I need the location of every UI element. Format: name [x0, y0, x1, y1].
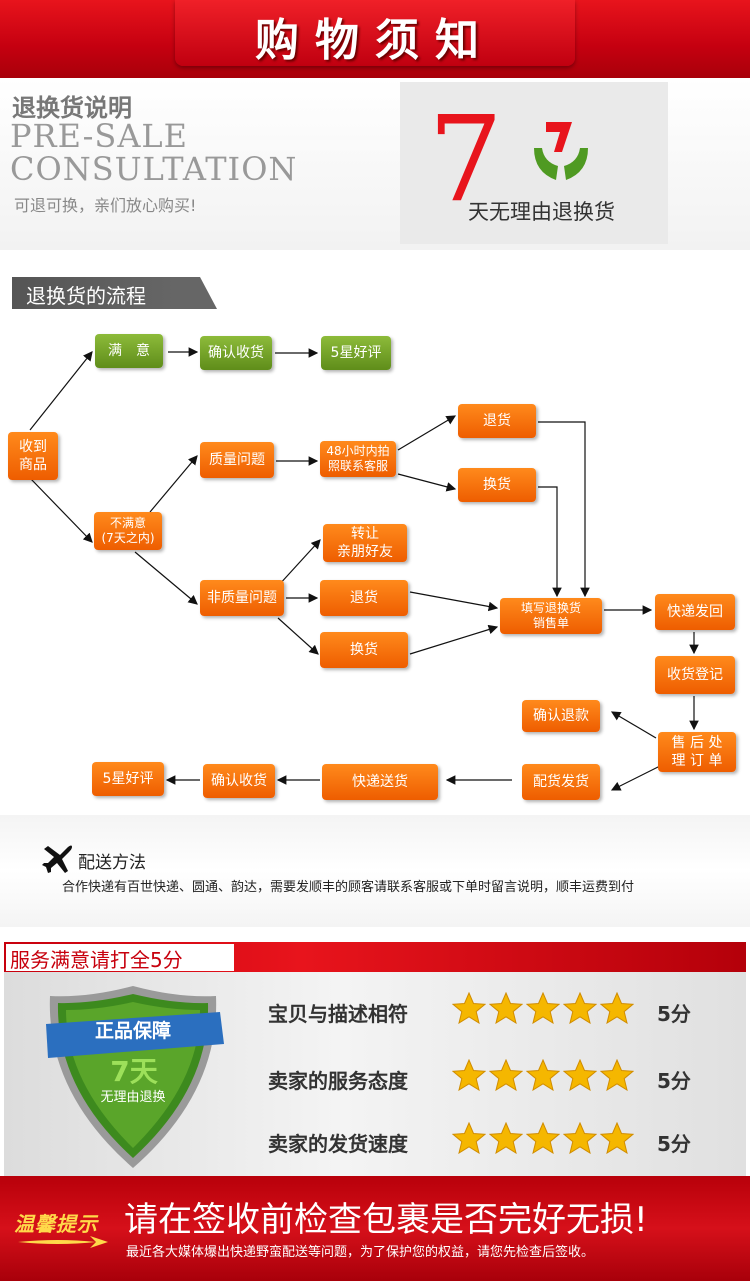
airplane-icon	[42, 845, 72, 873]
shield-subtitle: 无理由退换	[100, 1090, 166, 1105]
flow-fill-form-line2: 销售单	[532, 616, 569, 630]
star-icon	[489, 1122, 523, 1154]
flow-contact-line1: 48小时内拍	[326, 444, 390, 458]
seven-day-text: 天无理由退换货	[468, 200, 615, 224]
flow-transfer: 转让亲朋好友	[323, 524, 407, 562]
flow-confirm-refund: 确认退款	[522, 700, 600, 732]
flow-title-bar	[12, 277, 217, 309]
flow-receive-line2: 商品	[19, 457, 47, 473]
star-icon	[563, 1122, 597, 1154]
header-tab	[175, 0, 575, 66]
intro-subtitle: 可退可换，亲们放心购买!	[14, 196, 197, 215]
delivery-title: 配送方法	[78, 853, 146, 873]
flow-receive-line1: 收到	[19, 439, 47, 455]
flow-unsatisfied-line1: 不满意	[109, 516, 146, 530]
intro-english-line1: PRE-SALE	[10, 117, 189, 155]
flow-express-send: 快递发回	[655, 594, 735, 630]
flow-return-top: 退货	[458, 404, 536, 438]
shield-seven-days: 7天	[110, 1055, 158, 1088]
header-banner: 购物须知	[0, 0, 750, 78]
flow-receive-goods: 收到商品	[8, 432, 58, 480]
flow-transfer-line2: 亲朋好友	[337, 544, 393, 560]
rating-score-description: 5分	[657, 1002, 691, 1026]
flow-unsatisfied-line2: (7天之内)	[101, 531, 155, 545]
rating-score-service: 5分	[657, 1069, 691, 1093]
rating-stars-description	[452, 992, 634, 1024]
flow-return-mid: 退货	[320, 580, 408, 616]
rating-label-shipping: 卖家的发货速度	[268, 1132, 408, 1156]
flow-five-star-top: 5星好评	[321, 336, 391, 370]
flow-after-sales: 售 后 处理 订 单	[658, 732, 736, 772]
star-icon	[600, 1122, 634, 1154]
flow-fill-form-line1: 填写退换货	[520, 601, 581, 615]
flow-after-sales-line1: 售 后 处	[671, 735, 723, 751]
flow-arrows	[29, 347, 699, 791]
flow-fill-form: 填写退换货销售单	[500, 598, 602, 634]
flow-after-sales-line2: 理 订 单	[671, 753, 723, 769]
star-icon	[526, 1122, 560, 1154]
reminder-section	[0, 1176, 750, 1281]
service-title: 服务满意请打全5分	[10, 948, 183, 972]
star-icon	[452, 1059, 486, 1091]
rating-stars-service	[452, 1059, 634, 1091]
star-icon	[452, 992, 486, 1024]
intro-title: 退换货说明	[12, 94, 132, 122]
flow-transfer-line1: 转让	[351, 526, 379, 542]
shield-label: 正品保障	[94, 1020, 171, 1042]
reminder-label: 温馨提示	[14, 1212, 98, 1236]
star-icon	[563, 1059, 597, 1091]
delivery-section	[0, 815, 750, 927]
star-icon	[600, 1059, 634, 1091]
flow-quality-issue: 质量问题	[200, 442, 274, 478]
flow-confirm-receipt-top: 确认收货	[200, 336, 272, 370]
service-title-background	[6, 944, 234, 971]
flow-contact-line2: 照联系客服	[327, 459, 388, 473]
star-icon	[526, 1059, 560, 1091]
flow-confirm-receipt-bottom: 确认收货	[203, 764, 275, 798]
star-icon	[489, 992, 523, 1024]
rating-score-shipping: 5分	[657, 1132, 691, 1156]
flow-non-quality-issue: 非质量问题	[200, 580, 284, 616]
flow-satisfied: 满 意	[95, 334, 163, 368]
rating-label-description: 宝贝与描述相符	[268, 1002, 408, 1026]
arrow-right-icon	[18, 1236, 108, 1248]
flow-receipt-register: 收货登记	[655, 656, 735, 694]
star-icon	[452, 1122, 486, 1154]
flow-ship-replacement: 配货发货	[522, 764, 600, 800]
shield-icon	[46, 986, 224, 1168]
star-icon	[489, 1059, 523, 1091]
flow-title: 退换货的流程	[26, 284, 146, 308]
hands-logo-icon	[534, 122, 588, 180]
page-title: 购物须知	[255, 15, 495, 66]
flow-exchange-top: 换货	[458, 468, 536, 502]
flow-exchange-mid: 换货	[320, 632, 408, 668]
reminder-sub-text: 最近各大媒体爆出快递野蛮配送等问题，为了保护您的权益，请您先检查后签收。	[126, 1245, 595, 1260]
star-icon	[526, 992, 560, 1024]
intro-english-title: PRE-SALE CONSULTATION	[10, 120, 297, 186]
star-icon	[600, 992, 634, 1024]
flow-unsatisfied: 不满意(7天之内)	[94, 512, 162, 550]
seven-day-panel	[400, 82, 668, 244]
intro-english-line2: CONSULTATION	[10, 150, 298, 188]
star-icon	[563, 992, 597, 1024]
reminder-main-text: 请在签收前检查包裹是否完好无损!	[124, 1200, 648, 1240]
flow-express-deliver: 快递送货	[322, 764, 438, 800]
delivery-text: 合作快递有百世快递、圆通、韵达，需要发顺丰的顾客请联系客服或下单时留言说明，顺丰…	[62, 880, 635, 895]
rating-label-service: 卖家的服务态度	[268, 1069, 408, 1093]
flow-five-star-bottom: 5星好评	[92, 762, 164, 796]
flow-contact-48h: 48小时内拍照联系客服	[320, 441, 396, 477]
rating-stars-shipping	[452, 1122, 634, 1154]
seven-number: 7	[428, 90, 504, 228]
